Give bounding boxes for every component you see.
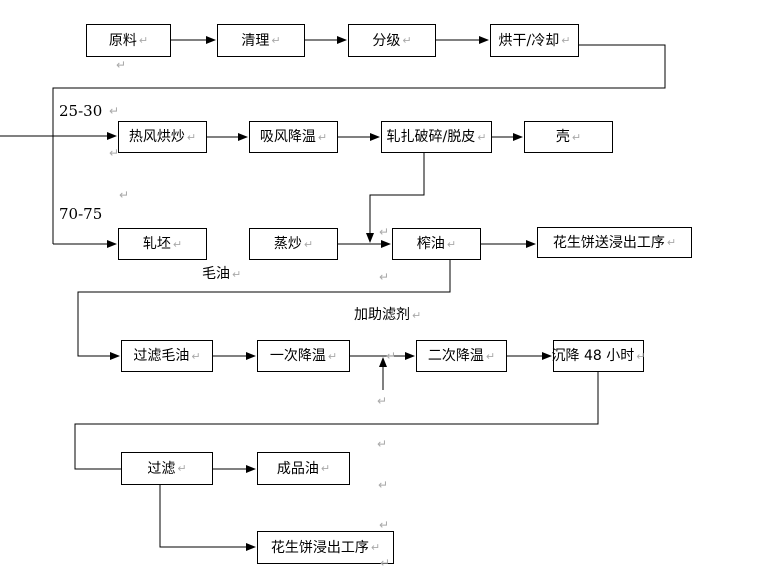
return-mark: ↵ [666, 236, 677, 249]
connector-filtering-to-cakeextract [159, 485, 256, 551]
paragraph-return-mark: ↵ [380, 556, 391, 568]
return-mark: ↵ [636, 349, 646, 363]
node-shell: 壳↵ [524, 121, 613, 153]
node-suction-cooling: 吸风降温↵ [249, 121, 338, 153]
return-mark: ↵ [327, 349, 338, 363]
node-crushing-peeling: 轧扎破碎/脱皮↵ [381, 121, 492, 153]
node-filter-crude-oil: 过滤毛油↵ [121, 340, 213, 372]
connector-crushing-to-pressline [366, 153, 425, 243]
label-filter-aid: 加助滤剂↵ [354, 307, 422, 323]
node-finished-oil: 成品油↵ [257, 452, 350, 485]
node-label: 轧坯 [142, 236, 171, 252]
node-raw-material: 原料↵ [86, 24, 171, 57]
paragraph-return-mark: ↵ [119, 188, 130, 202]
node-steam-frying: 蒸炒↵ [249, 228, 338, 260]
node-label: 壳 [555, 129, 570, 145]
return-mark: ↵ [186, 130, 197, 144]
node-label: 原料 [108, 32, 137, 49]
node-peanut-cake-extraction: 花生饼浸出工序↵ [257, 531, 394, 564]
node-label: 二次降温 [427, 348, 484, 364]
return-mark: ↵ [370, 541, 381, 554]
return-mark: ↵ [446, 237, 457, 251]
node-label: 花生饼浸出工序 [270, 539, 369, 556]
return-mark: ↵ [561, 34, 571, 47]
node-label: 吸风降温 [259, 129, 316, 145]
node-label: 榨油 [416, 236, 445, 252]
return-mark: ↵ [177, 462, 187, 475]
node-label: 热风烘炒 [128, 129, 185, 145]
paragraph-return-mark: ↵ [377, 437, 388, 451]
node-label: 轧扎破碎/脱皮 [386, 129, 476, 145]
connector-drying-return-trunk [52, 44, 666, 244]
node-second-cooling: 二次降温↵ [416, 340, 507, 372]
paragraph-return-mark: ↵ [109, 104, 120, 118]
node-label: 一次降温 [269, 348, 326, 364]
return-mark: ↵ [317, 130, 328, 144]
return-mark: ↵ [172, 237, 183, 251]
node-label: 蒸炒 [273, 236, 302, 252]
return-mark: ↵ [138, 34, 149, 47]
node-label: 过滤毛油 [133, 348, 190, 364]
paragraph-return-mark: ↵ [386, 349, 397, 363]
paragraph-return-mark: ↵ [116, 58, 127, 72]
node-oil-pressing: 榨油↵ [392, 228, 481, 260]
paragraph-return-mark: ↵ [378, 478, 389, 492]
node-settling-48h: 沉降 48 小时↵ [551, 340, 646, 372]
return-mark: ↵ [320, 462, 331, 475]
paragraph-return-mark: ↵ [109, 146, 120, 160]
connector-settling-to-filtering [74, 372, 599, 470]
node-filtering: 过滤↵ [121, 452, 213, 485]
return-mark: ↵ [477, 130, 487, 144]
node-label: 花生饼送浸出工序 [552, 234, 665, 251]
temperature-label-70-75: 70-75 [59, 205, 103, 223]
paragraph-return-mark: ↵ [379, 225, 390, 239]
paragraph-return-mark: ↵ [379, 518, 390, 532]
node-drying-cooling: 烘干/冷却↵ [490, 24, 579, 57]
temperature-label-25-30: 25-30 [59, 102, 103, 120]
node-label: 烘干/冷却 [498, 32, 560, 49]
node-label: 分级 [372, 32, 401, 49]
connector-pressing-to-filtercrude [77, 260, 451, 360]
node-label: 成品油 [276, 460, 319, 477]
return-mark: ↵ [402, 34, 412, 47]
node-first-cooling: 一次降温↵ [257, 340, 350, 372]
paragraph-return-mark: ↵ [379, 270, 390, 284]
return-mark: ↵ [485, 349, 496, 363]
return-mark: ↵ [232, 268, 242, 281]
node-grading: 分级↵ [348, 24, 436, 57]
node-cake-to-extraction: 花生饼送浸出工序↵ [537, 227, 692, 258]
node-flaking: 轧坯↵ [118, 228, 207, 260]
return-mark: ↵ [191, 349, 201, 363]
return-mark: ↵ [271, 34, 281, 47]
node-hot-air-roasting: 热风烘炒↵ [118, 121, 207, 153]
return-mark: ↵ [571, 130, 582, 144]
label-crude-oil: 毛油↵ [202, 266, 242, 282]
node-cleaning: 清理↵ [217, 24, 305, 57]
node-label: 过滤 [147, 460, 176, 477]
return-mark: ↵ [303, 237, 314, 251]
node-label: 清理 [241, 32, 270, 49]
node-label: 沉降 48 小时 [551, 348, 635, 364]
return-mark: ↵ [412, 309, 422, 322]
paragraph-return-mark: ↵ [377, 394, 388, 408]
